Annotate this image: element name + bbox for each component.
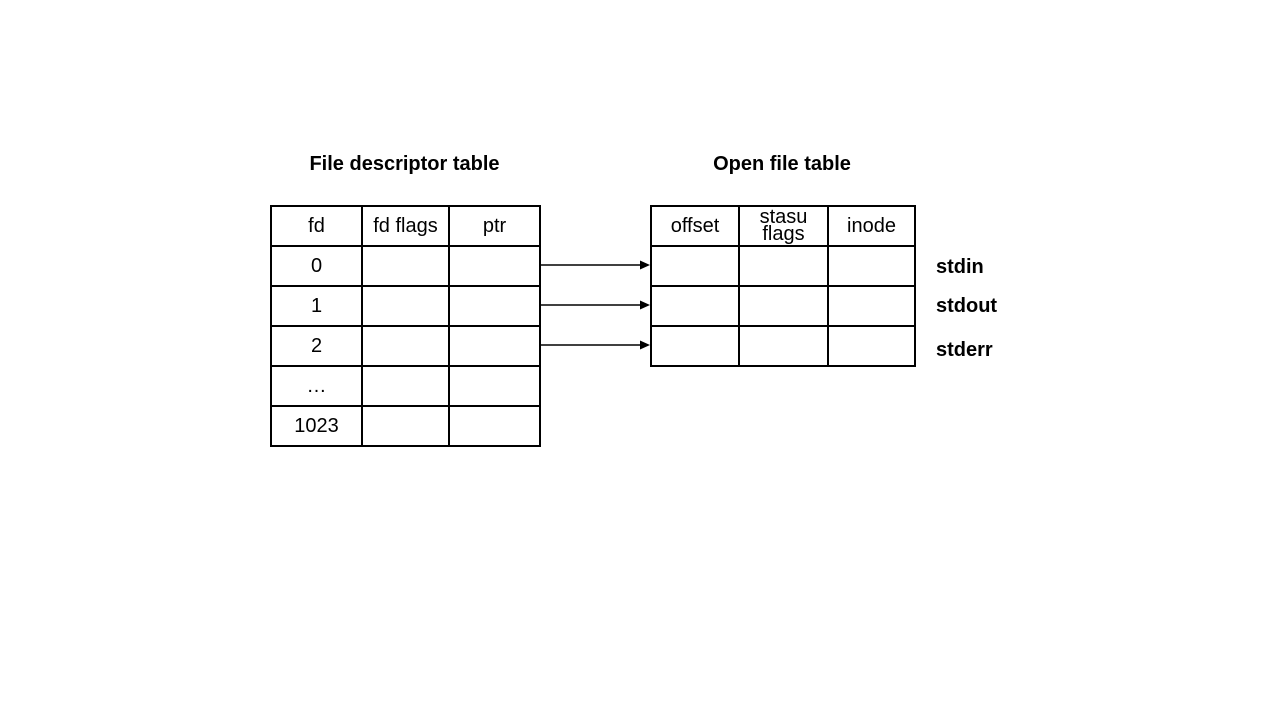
empty-cell — [361, 285, 450, 327]
empty-cell — [738, 245, 829, 287]
empty-cell — [738, 325, 829, 367]
open-file-table: offset stasu flags inode — [650, 205, 916, 367]
empty-cell — [448, 325, 541, 367]
stderr-label: stderr — [936, 339, 993, 361]
empty-cell — [361, 405, 450, 447]
empty-cell — [827, 325, 916, 367]
table-row: 1023 — [270, 405, 541, 447]
empty-cell — [827, 245, 916, 287]
stdin-label: stdin — [936, 256, 984, 278]
fd-value-cell: 2 — [270, 325, 363, 367]
empty-cell — [361, 365, 450, 407]
empty-cell — [827, 285, 916, 327]
empty-cell — [650, 285, 740, 327]
table-row: 2 — [270, 325, 541, 367]
fd-value-cell: 1023 — [270, 405, 363, 447]
empty-cell — [448, 405, 541, 447]
fd-header-cell: fd — [270, 205, 363, 247]
status-flags-header-cell: stasu flags — [738, 205, 829, 247]
fd-value-cell: … — [270, 365, 363, 407]
stdout-label: stdout — [936, 295, 998, 317]
empty-cell — [448, 285, 541, 327]
empty-cell — [448, 245, 541, 287]
fd-table: fd fd flags ptr 0 1 2 … — [270, 205, 541, 447]
inode-header-cell: inode — [827, 205, 916, 247]
empty-cell — [650, 325, 740, 367]
table-row-stdin — [650, 245, 916, 287]
fd-flags-header-cell: fd flags — [361, 205, 450, 247]
empty-cell — [448, 365, 541, 407]
table-row: 1 — [270, 285, 541, 327]
table-row: 0 — [270, 245, 541, 287]
empty-cell — [361, 325, 450, 367]
empty-cell — [650, 245, 740, 287]
empty-cell — [738, 285, 829, 327]
fd-value-cell: 1 — [270, 285, 363, 327]
fd-table-title: File descriptor table — [309, 153, 500, 175]
fd-value-cell: 0 — [270, 245, 363, 287]
fd-table-header-row: fd fd flags ptr — [270, 205, 541, 247]
table-row-stdout — [650, 285, 916, 327]
open-file-table-header-row: offset stasu flags inode — [650, 205, 916, 247]
empty-cell — [361, 245, 450, 287]
offset-header-cell: offset — [650, 205, 740, 247]
table-row-stderr — [650, 325, 916, 367]
table-row: … — [270, 365, 541, 407]
open-file-table-title: Open file table — [713, 153, 851, 175]
ptr-header-cell: ptr — [448, 205, 541, 247]
